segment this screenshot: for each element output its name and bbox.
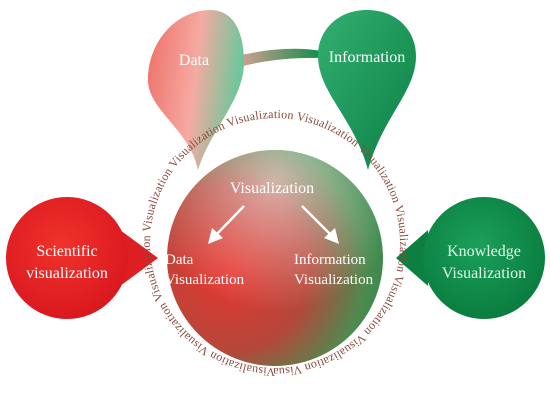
knowledge-label-line2: Visualization xyxy=(442,265,526,282)
center-left-label-line2: Visualization xyxy=(165,272,245,288)
scientific-circle xyxy=(6,197,128,319)
data-pin xyxy=(148,10,244,170)
knowledge-pointer xyxy=(396,230,428,286)
center-right-label-line1: Information xyxy=(294,252,366,268)
information-label: Information xyxy=(329,49,405,66)
right-arrow xyxy=(301,205,339,244)
information-pin xyxy=(318,10,416,170)
scientific-label-line1: Scientific xyxy=(36,243,97,260)
center-sphere-highlight xyxy=(167,150,383,366)
center-top-label: Visualization xyxy=(230,180,314,197)
scientific-pointer xyxy=(120,230,158,286)
data-label: Data xyxy=(179,52,209,69)
center-right-label-line2: Visualization xyxy=(294,272,374,288)
center-left-label-line1: Data xyxy=(165,252,194,268)
data-to-information-arrow xyxy=(228,48,322,70)
scientific-label-line2: visualization xyxy=(26,265,108,282)
knowledge-circle xyxy=(423,197,545,319)
knowledge-label-line1: Knowledge xyxy=(447,243,521,260)
left-arrow xyxy=(208,205,245,244)
